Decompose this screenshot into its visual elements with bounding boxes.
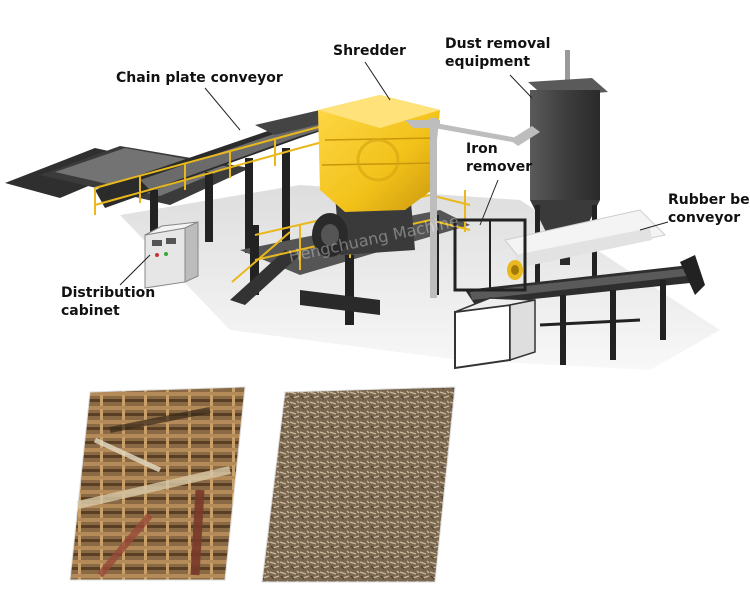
distribution-cabinet: [144, 221, 199, 289]
dust-duct-vertical: [430, 118, 437, 298]
leader-iron: [479, 179, 499, 226]
label-dust-removal-equipment: Dust removal equipment: [445, 36, 551, 70]
label-distribution-cabinet: Distribution cabinet: [61, 285, 156, 319]
leader-belt: [639, 221, 669, 231]
leader-chain: [204, 87, 241, 131]
iron-remover: [453, 218, 527, 292]
leader-lines: [119, 61, 669, 286]
leader-dust: [509, 74, 533, 99]
leader-dist: [119, 254, 151, 286]
output-bin: [454, 297, 536, 370]
rubber-belt-conveyor: [465, 209, 705, 365]
wood-chips-photo: [261, 386, 456, 583]
label-chain-plate-conveyor: Chain plate conveyor: [116, 70, 283, 86]
wooden-pallets-photo: [69, 386, 246, 581]
label-rubber-belt-conveyor: Rubber belt conveyor: [668, 192, 750, 226]
label-shredder: Shredder: [333, 43, 406, 59]
leader-shredder: [364, 61, 391, 101]
label-iron-remover: Iron remover: [466, 141, 533, 175]
